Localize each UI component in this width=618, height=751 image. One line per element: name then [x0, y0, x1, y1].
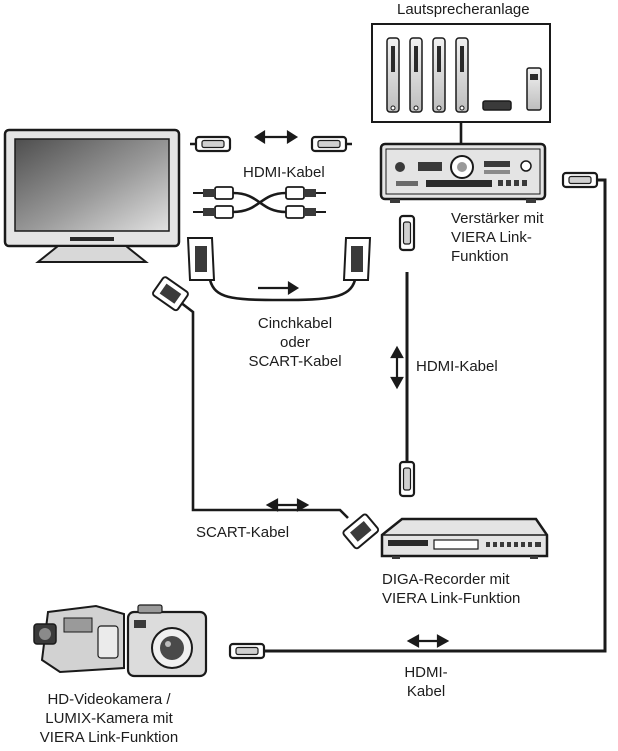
- hdmi-bottom-line2: Kabel: [406, 683, 446, 700]
- recorder-label-line2: VIERA Link-Funktion: [382, 590, 521, 607]
- amplifier-label: Verstärker mit VIERA Link- Funktion: [451, 209, 544, 266]
- tv-icon: [3, 128, 189, 312]
- recorder-label: DIGA-Recorder mit VIERA Link-Funktion: [382, 570, 520, 608]
- cinch-label-line2: oder: [279, 334, 311, 351]
- scart-cable-label: SCART-Kabel: [196, 524, 290, 541]
- camera-label-line3: VIERA Link-Funktion: [39, 729, 179, 746]
- recorder-label-line1: DIGA-Recorder mit: [382, 571, 510, 588]
- hdmi-cable-middle-label: HDMI-Kabel: [416, 358, 498, 375]
- cables: [179, 122, 607, 653]
- cinch-label-line3: SCART-Kabel: [248, 353, 342, 370]
- recorder-icon: [380, 517, 549, 559]
- hdmi-cable-bottom-label: HDMI- Kabel: [386, 663, 466, 701]
- hdmi-cable-top-label: HDMI-Kabel: [243, 164, 325, 181]
- amplifier-label-line3: Funktion: [451, 248, 509, 265]
- speaker-system-label: Lautsprecheranlage: [397, 1, 530, 18]
- camera-label-line1: HD-Videokamera /: [47, 691, 171, 708]
- cinch-label-line1: Cinchkabel: [257, 315, 333, 332]
- camera-label: HD-Videokamera / LUMIX-Kamera mit VIERA …: [14, 690, 204, 747]
- speaker-system-icon: [371, 23, 551, 123]
- amplifier-label-line2: VIERA Link-: [451, 229, 532, 246]
- double-arrow-icon: [253, 130, 450, 648]
- hdmi-bottom-line1: HDMI-: [404, 664, 448, 681]
- scart-plug-icon: [186, 237, 380, 550]
- amplifier-icon: [379, 142, 547, 203]
- video-camera-icon: [33, 604, 125, 674]
- cinch-cable-label: Cinchkabel oder SCART-Kabel: [235, 314, 355, 371]
- amplifier-label-line1: Verstärker mit: [451, 210, 544, 227]
- photo-camera-icon: [126, 604, 208, 678]
- hdmi-plug-icon: [190, 135, 599, 660]
- camera-label-line2: LUMIX-Kamera mit: [45, 710, 173, 727]
